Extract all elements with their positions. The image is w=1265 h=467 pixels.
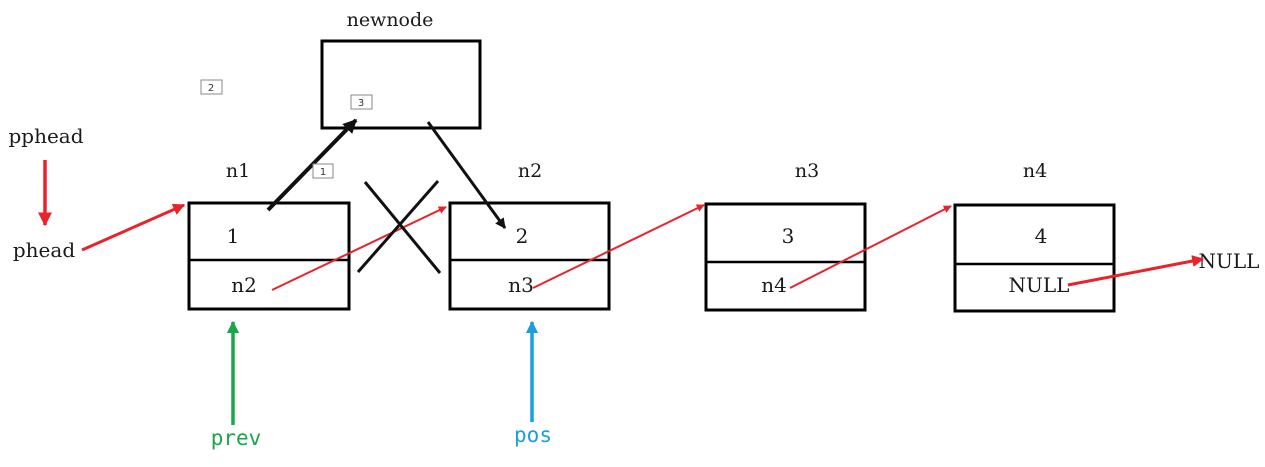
step-badge-1-text: 1 <box>320 167 326 178</box>
pphead-label: pphead <box>8 124 83 148</box>
n1-next-to-n2-arrow <box>271 206 447 291</box>
step-badge-2: 2 <box>200 79 223 95</box>
node-n3-name: n3 <box>795 160 819 182</box>
node-n4-name: n4 <box>1023 160 1047 182</box>
step-badge-3: 3 <box>350 94 373 110</box>
newnode-to-n2-arrow <box>426 121 507 229</box>
newnode-label: newnode <box>347 9 434 31</box>
newnode-box <box>320 39 482 130</box>
n1-to-newnode-arrow <box>266 118 358 212</box>
null-end-label: NULL <box>1199 249 1260 273</box>
node-n1-next: n2 <box>231 273 257 297</box>
node-n3-data: 3 <box>782 224 795 248</box>
node-n3-next: n4 <box>761 273 787 297</box>
step-badge-1: 1 <box>312 163 334 179</box>
pos-label: pos <box>514 423 552 447</box>
n4-next-to-null-arrow <box>1067 255 1205 287</box>
n3-next-to-n4-arrow <box>789 205 952 289</box>
node-n4-next: NULL <box>1009 273 1070 297</box>
node-n1-name: n1 <box>226 160 250 182</box>
phead-to-n1-arrow <box>81 203 186 252</box>
phead-label: phead <box>13 238 75 262</box>
prev-label: prev <box>211 426 262 450</box>
node-n2-data: 2 <box>516 224 529 248</box>
node-n3-box <box>704 202 867 312</box>
node-n1-box <box>187 201 351 311</box>
node-n1-data: 1 <box>227 224 240 248</box>
removed-link-cross-b <box>356 180 440 273</box>
step-badge-2-text: 2 <box>208 83 214 94</box>
node-n4-box <box>953 203 1116 313</box>
step-badge-3-text: 3 <box>358 98 364 109</box>
node-n2-name: n2 <box>518 160 542 182</box>
node-n2-next: n3 <box>508 273 534 297</box>
n2-next-to-n3-arrow <box>532 204 705 289</box>
node-n4-data: 4 <box>1035 224 1048 248</box>
removed-link-cross-a <box>363 181 442 274</box>
node-n2-box <box>448 201 611 311</box>
